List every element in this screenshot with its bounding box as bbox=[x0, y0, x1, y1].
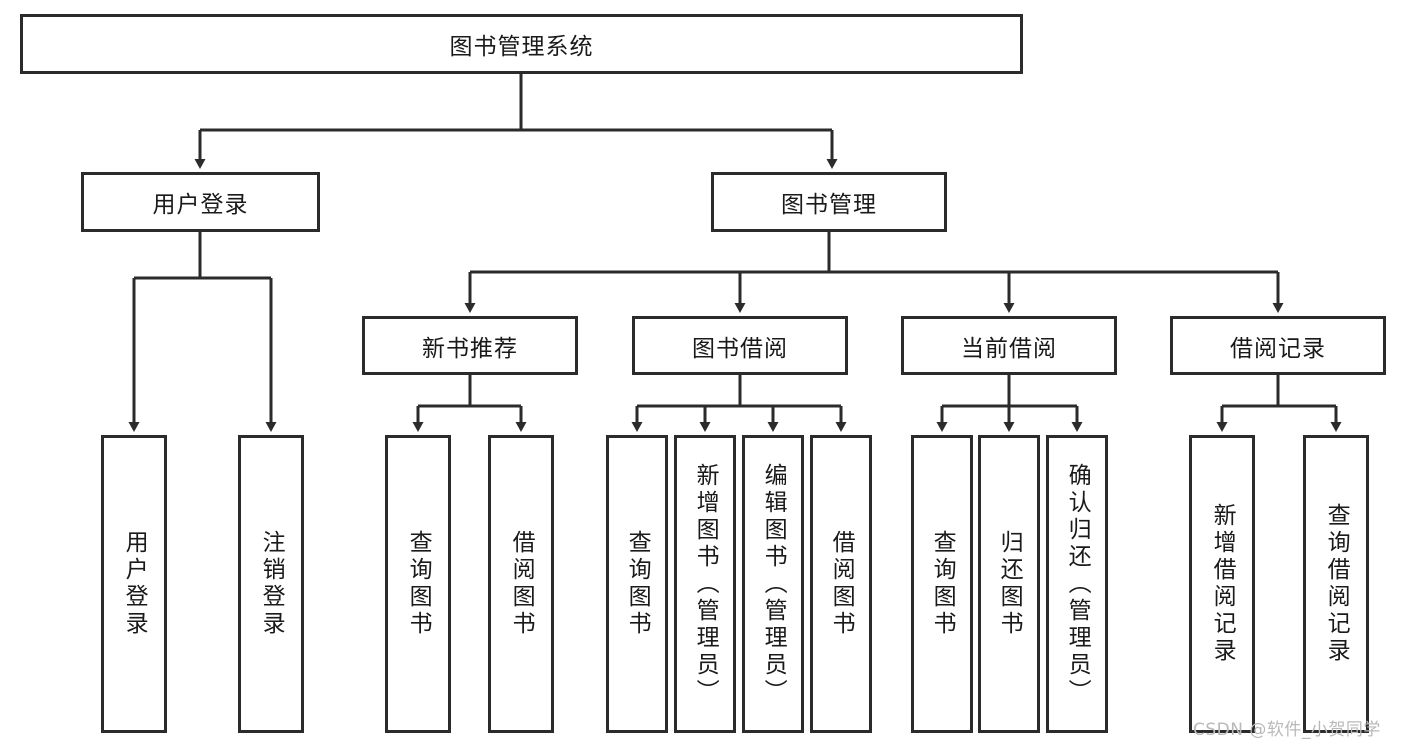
node-leaf-query-record[interactable]: 查询借阅记录 bbox=[1303, 435, 1369, 733]
node-leaf-query-book-2[interactable]: 查询图书 bbox=[606, 435, 668, 733]
node-leaf-user-login-label: 用户登录 bbox=[121, 530, 148, 638]
node-leaf-borrow-book-2[interactable]: 借阅图书 bbox=[810, 435, 872, 733]
node-book-borrow-label: 图书借阅 bbox=[692, 335, 788, 362]
node-leaf-borrow-book-1[interactable]: 借阅图书 bbox=[488, 435, 554, 733]
node-user-login-label: 用户登录 bbox=[152, 192, 249, 218]
node-leaf-query-book-1[interactable]: 查询图书 bbox=[385, 435, 451, 733]
node-new-book-rec[interactable]: 新书推荐 bbox=[362, 316, 578, 375]
node-leaf-add-record-label: 新增借阅记录 bbox=[1209, 503, 1236, 665]
node-leaf-return-book[interactable]: 归还图书 bbox=[978, 435, 1040, 733]
node-root[interactable]: 图书管理系统 bbox=[20, 14, 1023, 74]
node-leaf-query-book-1-label: 查询图书 bbox=[405, 530, 432, 638]
node-borrow-record[interactable]: 借阅记录 bbox=[1170, 316, 1386, 375]
node-leaf-confirm-return-label: 确认归还（管理员） bbox=[1064, 462, 1091, 706]
node-leaf-query-record-label: 查询借阅记录 bbox=[1323, 503, 1350, 665]
node-user-login[interactable]: 用户登录 bbox=[81, 172, 320, 232]
node-leaf-return-book-label: 归还图书 bbox=[996, 530, 1023, 638]
node-leaf-add-book-label: 新增图书（管理员） bbox=[692, 462, 719, 706]
node-root-label: 图书管理系统 bbox=[449, 34, 594, 60]
node-leaf-add-record[interactable]: 新增借阅记录 bbox=[1189, 435, 1255, 733]
node-leaf-logout[interactable]: 注销登录 bbox=[238, 435, 304, 733]
node-new-book-rec-label: 新书推荐 bbox=[422, 335, 518, 362]
node-leaf-user-login[interactable]: 用户登录 bbox=[101, 435, 167, 733]
node-leaf-edit-book[interactable]: 编辑图书（管理员） bbox=[742, 435, 804, 733]
watermark: CSDN @软件_小贺同学 bbox=[1193, 720, 1381, 740]
node-leaf-borrow-book-1-label: 借阅图书 bbox=[508, 530, 535, 638]
node-leaf-edit-book-label: 编辑图书（管理员） bbox=[760, 462, 787, 706]
node-book-borrow[interactable]: 图书借阅 bbox=[632, 316, 848, 375]
node-leaf-query-book-2-label: 查询图书 bbox=[624, 530, 651, 638]
node-leaf-borrow-book-2-label: 借阅图书 bbox=[828, 530, 855, 638]
node-leaf-query-book-3-label: 查询图书 bbox=[929, 530, 956, 638]
node-leaf-confirm-return[interactable]: 确认归还（管理员） bbox=[1046, 435, 1108, 733]
node-current-borrow-label: 当前借阅 bbox=[961, 335, 1057, 362]
node-book-manage-label: 图书管理 bbox=[781, 192, 877, 218]
node-leaf-logout-label: 注销登录 bbox=[258, 530, 285, 638]
node-book-manage[interactable]: 图书管理 bbox=[711, 172, 947, 232]
node-borrow-record-label: 借阅记录 bbox=[1230, 335, 1326, 362]
node-leaf-query-book-3[interactable]: 查询图书 bbox=[911, 435, 973, 733]
node-current-borrow[interactable]: 当前借阅 bbox=[901, 316, 1117, 375]
node-leaf-add-book[interactable]: 新增图书（管理员） bbox=[674, 435, 736, 733]
